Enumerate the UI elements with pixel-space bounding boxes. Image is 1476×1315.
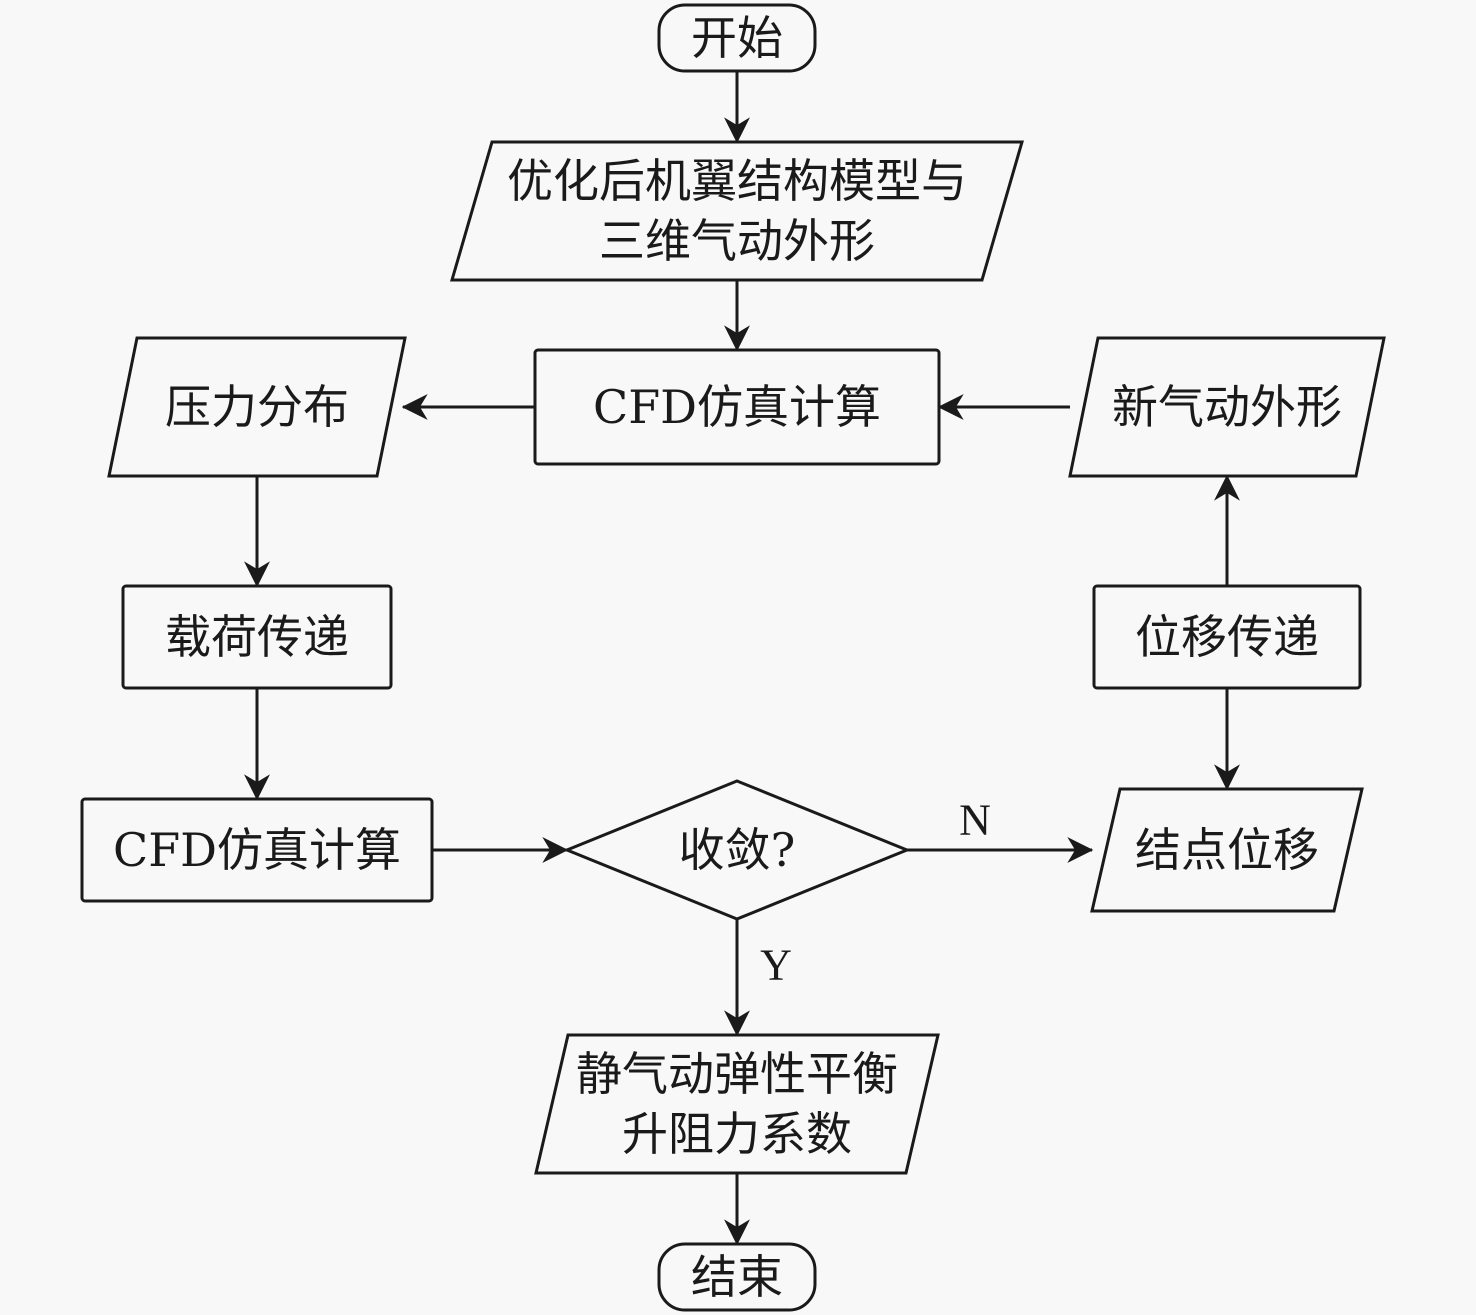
node-label: 升阻力系数: [622, 1107, 852, 1161]
edge-label-n: N: [959, 796, 991, 845]
node-converge: 收敛?: [563, 779, 911, 921]
node-label: 位移传递: [1135, 610, 1319, 664]
node-label: 结点位移: [1135, 823, 1319, 877]
node-label: 优化后机翼结构模型与: [507, 154, 967, 208]
io-shape: [1068, 336, 1386, 478]
node-new-shape: 新气动外形: [1068, 336, 1386, 478]
node-load-transfer: 载荷传递: [121, 584, 393, 690]
io-shape: [107, 336, 407, 478]
io-shape: [534, 1033, 940, 1175]
node-label: 开始: [691, 11, 783, 65]
node-label: CFD仿真计算: [113, 823, 401, 877]
node-label: 收敛?: [679, 823, 796, 877]
node-label: 结束: [691, 1250, 783, 1304]
io-shape: [450, 140, 1024, 282]
terminal-shape: [657, 3, 817, 73]
process-shape: [1092, 584, 1362, 690]
terminal-shape: [657, 1242, 817, 1312]
node-disp-transfer: 位移传递: [1092, 584, 1362, 690]
node-cfd-top: CFD仿真计算: [533, 348, 941, 466]
node-label: 新气动外形: [1112, 380, 1342, 434]
node-cfd-bottom: CFD仿真计算: [80, 797, 434, 903]
node-label: 三维气动外形: [599, 214, 875, 268]
process-shape: [121, 584, 393, 690]
node-label: CFD仿真计算: [593, 380, 881, 434]
node-pressure: 压力分布: [107, 336, 407, 478]
node-start: 开始: [657, 3, 817, 73]
process-shape: [80, 797, 434, 903]
node-label: 载荷传递: [165, 610, 349, 664]
node-label: 静气动弹性平衡: [576, 1047, 898, 1101]
edge-label-y: Y: [760, 941, 792, 990]
edge-converge-node-disp: N: [907, 796, 1094, 863]
edge-converge-result: Y: [724, 919, 792, 1037]
io-shape: [1090, 787, 1364, 913]
node-node-disp: 结点位移: [1090, 787, 1364, 913]
decision-shape: [563, 779, 911, 921]
process-shape: [533, 348, 941, 466]
node-label: 压力分布: [165, 380, 349, 434]
node-end: 结束: [657, 1242, 817, 1312]
